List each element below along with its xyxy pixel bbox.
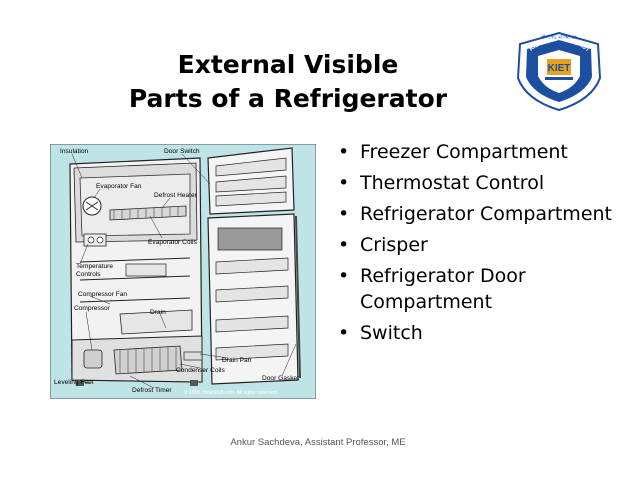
- label-insulation: Insulation: [60, 148, 89, 155]
- title-line-2: Parts of a Refrigerator: [128, 84, 448, 113]
- bullet-list: •Freezer Compartment •Thermostat Control…: [332, 139, 632, 351]
- refrigerator-diagram: Insulation Door Switch Evaporator Fan De…: [50, 144, 316, 399]
- label-defrost-timer: Defrost Timer: [132, 387, 172, 394]
- slide-footer: Ankur Sachdeva, Assistant Professor, ME: [230, 437, 406, 448]
- label-door-gasket: Door Gasket: [262, 375, 299, 382]
- bullet-item: •Switch: [338, 322, 423, 344]
- label-evaporator-coils: Evaporator Coils: [148, 239, 197, 246]
- label-compressor: Compressor: [74, 305, 111, 312]
- bullet-icon: •: [338, 322, 350, 344]
- slide-title: External Visible Parts of a Refrigerator: [108, 48, 468, 116]
- bullet-icon: •: [338, 203, 350, 225]
- bullet-item: •Freezer Compartment: [338, 141, 568, 163]
- label-leveling-feet: Leveling Feet: [54, 379, 94, 386]
- bullet-item: •Crisper: [338, 234, 428, 256]
- label-defrost-heater: Defrost Heater: [154, 192, 198, 199]
- bullet-icon: •: [338, 172, 350, 194]
- bullet-item: •Refrigerator Compartment: [338, 203, 613, 225]
- bullet-icon: •: [338, 234, 350, 256]
- bullet-item: •Thermostat Control: [338, 172, 545, 194]
- bullet-icon: •: [338, 265, 350, 287]
- logo-badge-shape: [547, 59, 571, 75]
- logo-top-text: गौरवमय भविष्यवाद: [541, 34, 577, 41]
- label-drain: Drain: [150, 309, 166, 316]
- bullet-icon: •: [338, 141, 350, 163]
- label-door-switch: Door Switch: [164, 148, 200, 155]
- label-controls: Controls: [76, 271, 101, 278]
- label-drain-pan: Drain Pan: [222, 357, 252, 364]
- bullet-item: •Refrigerator Door Compartment: [338, 265, 526, 313]
- kiet-logo: KIET गौरवमय भविष्यवाद KIET GROUP OF INST…: [512, 30, 602, 112]
- label-evaporator-fan: Evaporator Fan: [96, 183, 142, 190]
- logo-badge-text: KIET: [548, 63, 571, 74]
- label-condenser-coils: Condenser Coils: [176, 367, 225, 374]
- label-copyright: © 1999, HowStuff.com. All rights reserve…: [184, 389, 277, 396]
- label-compressor-fan: Compressor Fan: [78, 291, 127, 298]
- title-line-1: External Visible: [177, 50, 399, 79]
- label-temperature: Temperature: [76, 263, 113, 270]
